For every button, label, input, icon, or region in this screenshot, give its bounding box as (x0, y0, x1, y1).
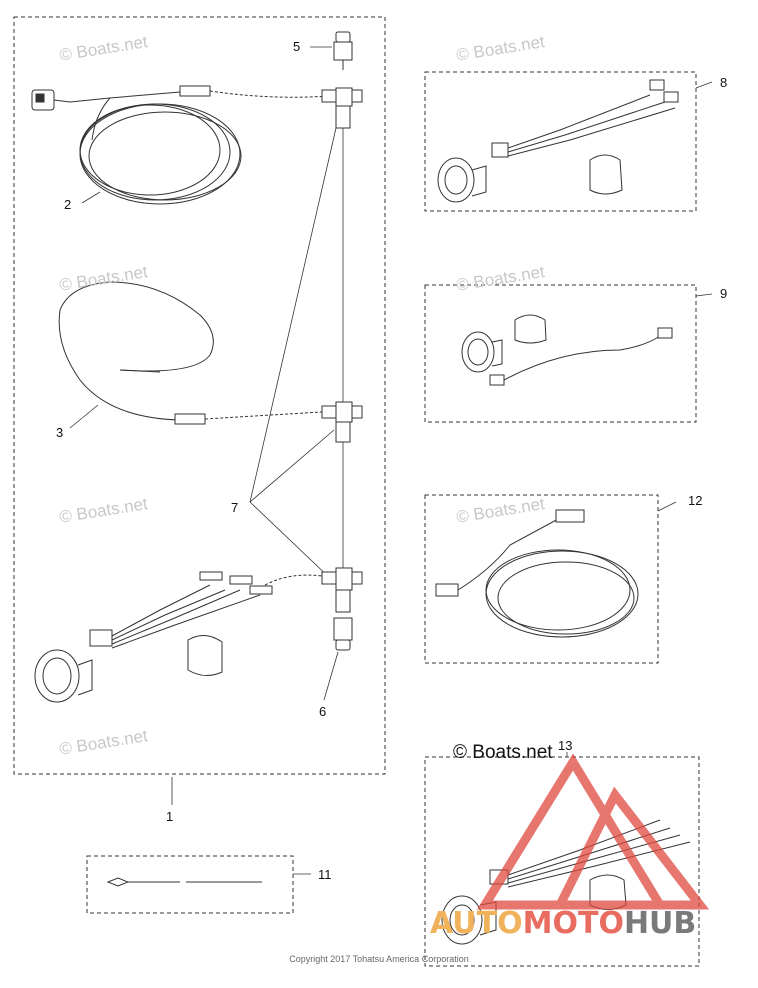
group-box-12 (424, 494, 659, 664)
terminator-5 (333, 31, 353, 70)
extension-cable-12 (435, 509, 639, 638)
gauge-kit-9 (461, 314, 673, 386)
t-connector-middle (321, 401, 363, 443)
terminator-6 (333, 617, 353, 651)
callout-7: 7 (231, 500, 239, 515)
copyright-text: Copyright 2017 Tohatsu America Corporati… (289, 954, 469, 964)
callout-1: 1 (166, 809, 174, 824)
callout-13: 13 (558, 738, 573, 753)
automotohub-logo-mark (476, 753, 710, 910)
group-box-13 (424, 756, 700, 967)
callout-6: 6 (319, 704, 327, 719)
callout-12: 12 (688, 493, 703, 508)
tool-11 (106, 877, 262, 887)
harness-coil-2 (31, 85, 331, 205)
leader-lines (69, 46, 713, 875)
t-connector-top (321, 87, 363, 129)
group-box-8 (424, 71, 697, 212)
callout-8: 8 (720, 75, 728, 90)
callout-9: 9 (720, 286, 728, 301)
callout-5: 5 (293, 39, 301, 54)
automotohub-logo-text: AUTOMOTOHUB (430, 906, 697, 941)
group-box-9 (424, 284, 697, 423)
group-box-11 (86, 855, 294, 914)
cable-3 (58, 281, 323, 425)
callout-11: 11 (318, 867, 332, 882)
gauge-kit-8 (437, 79, 679, 203)
t-connector-bottom (321, 567, 363, 613)
group-box-1 (13, 16, 386, 775)
callout-3: 3 (56, 425, 64, 440)
gauge-kit-box1 (34, 571, 323, 703)
watermark-prominent: © Boats.net (453, 742, 553, 763)
callout-2: 2 (64, 197, 72, 212)
